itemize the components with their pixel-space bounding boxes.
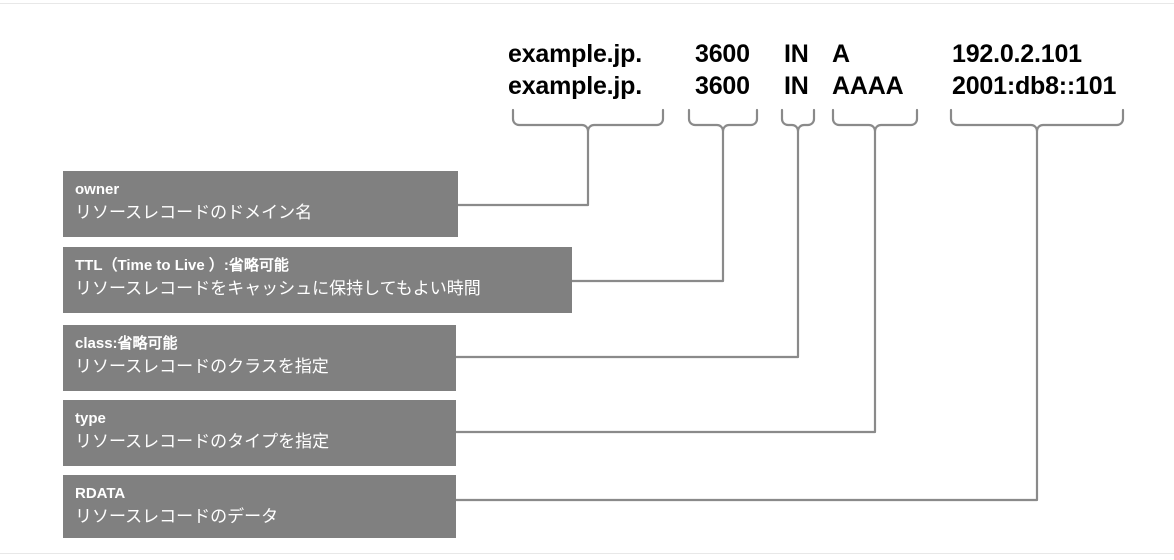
field-ttl-title: TTL（Time to Live ）:省略可能 (75, 257, 289, 274)
field-type-description: リソースレコードのタイプを指定 (75, 432, 330, 451)
record-2-type: AAAA (832, 72, 904, 100)
connector-class (454, 129, 800, 359)
field-class-description: リソースレコードのクラスを指定 (75, 357, 329, 376)
field-box-ttl: TTL（Time to Live ）:省略可能 リソースレコードをキャッシュに保… (63, 247, 572, 313)
brace-class (780, 108, 816, 133)
connector-owner (456, 129, 590, 207)
field-box-owner: owner リソースレコードのドメイン名 (63, 171, 458, 237)
dns-record-row-1: example.jp. 3600 IN A 192.0.2.101 (508, 40, 1148, 72)
record-2-rdata: 2001:db8::101 (952, 72, 1117, 100)
record-2-owner: example.jp. (508, 72, 642, 100)
record-1-class: IN (784, 40, 809, 68)
field-rdata-description: リソースレコードのデータ (75, 507, 279, 526)
bottom-divider (0, 553, 1174, 554)
brace-owner (511, 108, 665, 133)
dns-record-lines: example.jp. 3600 IN A 192.0.2.101 exampl… (508, 40, 1148, 104)
field-owner-title: owner (75, 181, 120, 198)
record-1-rdata: 192.0.2.101 (952, 40, 1082, 68)
brace-type (831, 108, 919, 133)
field-type-title: type (75, 410, 106, 427)
field-ttl-description: リソースレコードをキャッシュに保持してもよい時間 (75, 279, 481, 298)
field-rdata-title: RDATA (75, 485, 126, 502)
dns-record-row-2: example.jp. 3600 IN AAAA 2001:db8::101 (508, 72, 1148, 104)
field-box-class: class:省略可能 リソースレコードのクラスを指定 (63, 325, 456, 391)
record-1-type: A (832, 40, 850, 68)
field-owner-description: リソースレコードのドメイン名 (75, 203, 313, 222)
top-divider (0, 3, 1174, 4)
brace-rdata (949, 108, 1125, 133)
connector-rdata (454, 129, 1039, 502)
connector-ttl (570, 129, 725, 283)
field-box-type: type リソースレコードのタイプを指定 (63, 400, 456, 466)
record-2-class: IN (784, 72, 809, 100)
brace-ttl (687, 108, 759, 133)
record-1-ttl: 3600 (695, 40, 750, 68)
record-1-owner: example.jp. (508, 40, 642, 68)
field-box-rdata: RDATA リソースレコードのデータ (63, 475, 456, 538)
field-class-title: class:省略可能 (75, 335, 178, 352)
record-2-ttl: 3600 (695, 72, 750, 100)
